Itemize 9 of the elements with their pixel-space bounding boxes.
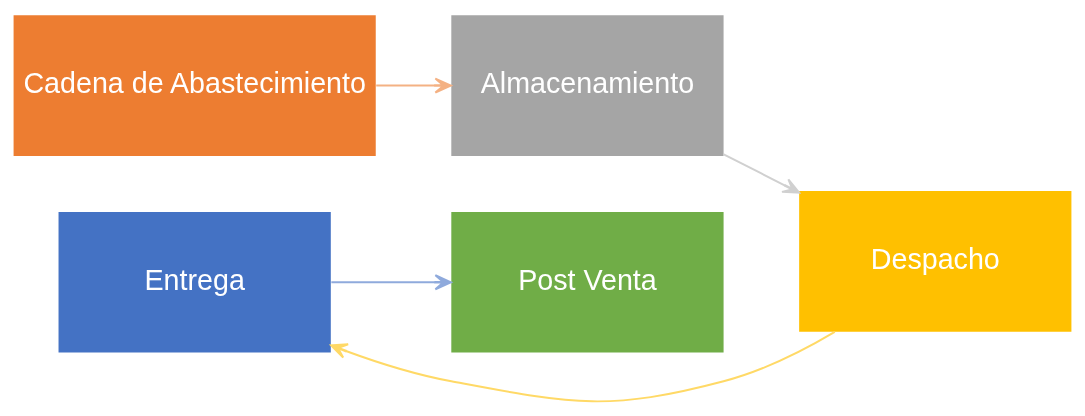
node-box: Post Venta	[451, 211, 724, 353]
node-box: Despacho	[799, 190, 1072, 332]
node-box: Almacenamiento	[451, 14, 724, 156]
arrow	[375, 77, 452, 94]
arrow	[722, 152, 801, 194]
arrow	[330, 330, 836, 402]
node-box: Entrega	[58, 211, 331, 353]
node-box: Cadena de Abastecimiento	[13, 14, 376, 156]
arrow	[330, 273, 452, 290]
